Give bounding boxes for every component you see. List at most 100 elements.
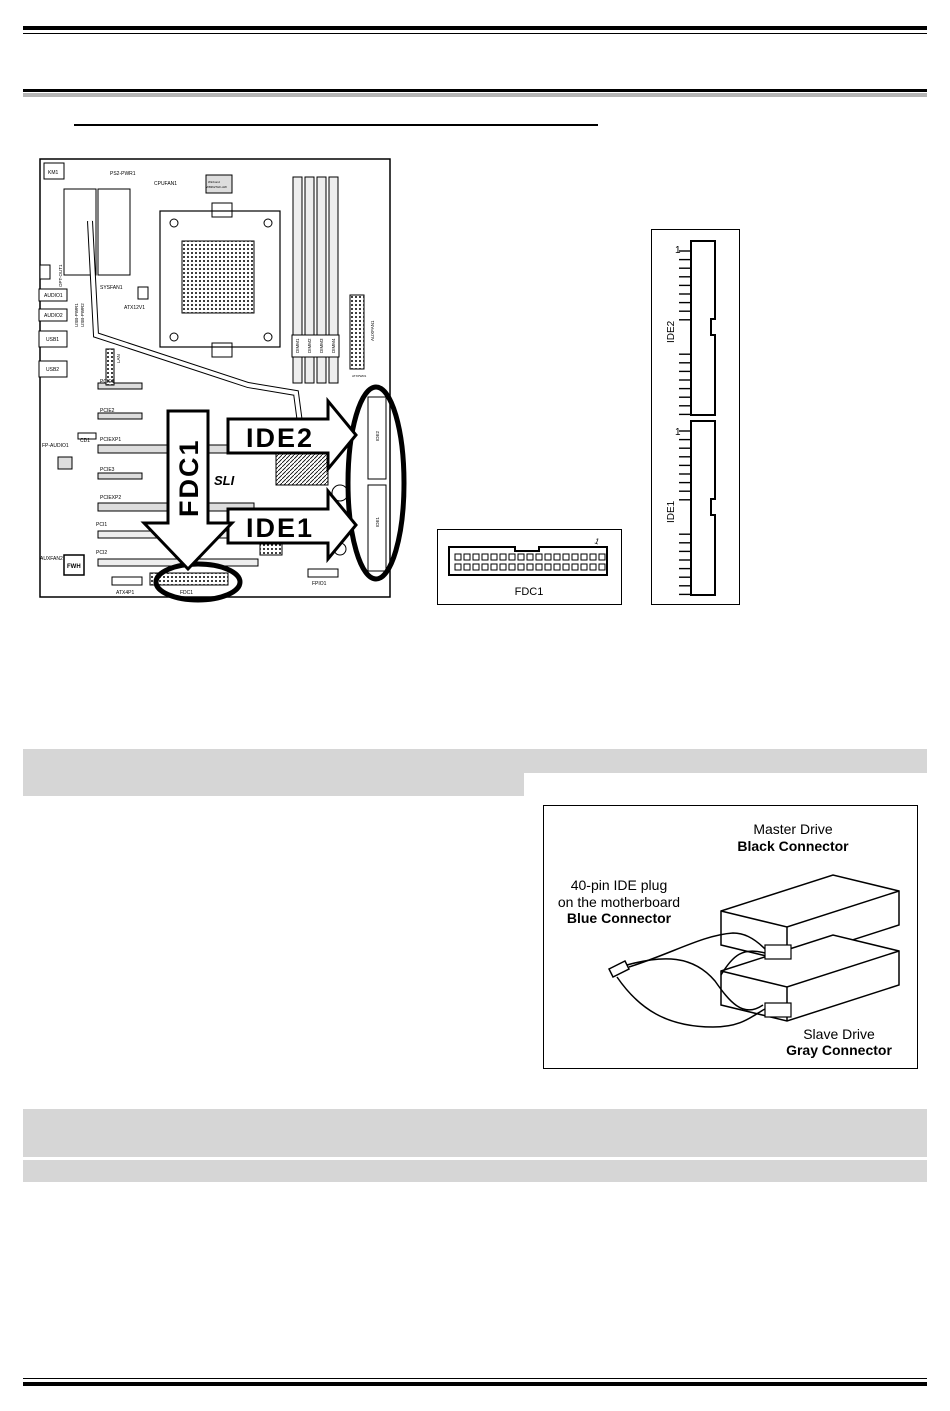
label-winbond-1: Winbond — [208, 180, 220, 184]
ide2-pin1-label: 1 — [675, 245, 681, 256]
fdc-pin — [490, 553, 498, 561]
fdc-pin — [598, 553, 606, 561]
plug-label-3: Blue Connector — [567, 910, 672, 926]
label-km1: KM1 — [48, 170, 59, 176]
label-audio2: AUDIO2 — [44, 313, 63, 319]
ide1-pinout-label: IDE1 — [666, 500, 677, 523]
bottom-rule-thin — [23, 1378, 927, 1379]
ide2-callout-text: IDE2 — [246, 423, 314, 453]
label-usbpwr2: USB-PWR2 — [80, 303, 85, 327]
fdc1-pinout-figure: 1 FDC1 — [437, 529, 622, 605]
label-pcie1: PCIE1 — [100, 379, 115, 385]
plug-label-2: on the motherboard — [558, 894, 680, 910]
label-pci1: PCI1 — [96, 522, 107, 528]
fdc-pin — [562, 563, 570, 571]
section-rule — [23, 89, 927, 92]
ide-pinout-figure: 1 IDE2 1 IDE1 — [651, 229, 740, 605]
plug-label-1: 40-pin IDE plug — [571, 877, 668, 893]
fdc-pin — [553, 553, 561, 561]
slave-drive-label: Slave Drive — [803, 1026, 875, 1042]
fdc-pin — [571, 563, 579, 571]
label-auxfan1: AUXFAN1 — [370, 320, 375, 341]
fdc1-connector-body — [448, 546, 608, 576]
label-dimm2: DIMM2 — [307, 338, 312, 353]
master-drive — [720, 874, 900, 962]
slave-drive — [720, 934, 900, 1022]
label-dimm4: DIMM4 — [331, 338, 336, 353]
label-fpio1: FPIO1 — [312, 581, 327, 587]
label-fdc1-small: FDC1 — [180, 590, 193, 596]
fdc-pin — [463, 553, 471, 561]
fdc-pin — [580, 553, 588, 561]
label-atx12v: ATX12V1 — [124, 305, 145, 311]
fdc-pin — [571, 553, 579, 561]
fdc1-pinout-label: FDC1 — [515, 586, 544, 598]
bottom-rule — [23, 1382, 927, 1386]
heading-underline — [74, 124, 598, 126]
label-pcie3: PCIE3 — [100, 467, 115, 473]
fdc-highlight-ellipse — [153, 561, 243, 603]
label-pci2: PCI2 — [96, 550, 107, 556]
label-ide2-small: IDE2 — [375, 430, 380, 441]
fdc-pin — [499, 553, 507, 561]
label-atx4p: ATX4P1 — [116, 590, 134, 596]
fdc-pin — [508, 553, 516, 561]
label-audio1: AUDIO1 — [44, 293, 63, 299]
fdc-callout-arrow — [140, 409, 236, 572]
fdc-pin — [562, 553, 570, 561]
fdc-pin — [454, 563, 462, 571]
label-fpaudio: FP-AUDIO1 — [42, 443, 69, 449]
motherboard-layout-figure: KM1 PS2-PWR1 CPUFAN1 Winbond W83627HF-AW… — [38, 158, 407, 603]
fdc-pin — [481, 563, 489, 571]
fdc-pin — [589, 563, 597, 571]
fdc-callout-text: FDC1 — [174, 438, 204, 517]
drive-connection-figure: Master Drive Black Connector 40-pin IDE … — [543, 805, 918, 1069]
label-sli: SLI — [214, 473, 235, 488]
label-dimm1: DIMM1 — [295, 338, 300, 353]
fdc-pin — [526, 553, 534, 561]
section-band-bottom — [23, 1109, 927, 1157]
top-rule-thin — [23, 33, 927, 34]
fdc-pin — [535, 563, 543, 571]
label-fwh: FWH — [67, 564, 81, 570]
fdc-pin — [553, 563, 561, 571]
section-rule-shadow — [23, 93, 927, 97]
label-lan: LAN — [116, 354, 121, 363]
fdc-pin — [472, 553, 480, 561]
label-optical: OPT-OUT1 — [58, 264, 63, 287]
fdc-pin — [544, 563, 552, 571]
ide1-callout-arrow — [226, 486, 358, 564]
section-band-top — [23, 749, 927, 773]
label-ide1-small: IDE1 — [375, 516, 380, 527]
slave-connector-label: Gray Connector — [786, 1042, 892, 1058]
fdc-pin — [481, 553, 489, 561]
fdc-pin — [490, 563, 498, 571]
fdc-pin — [454, 553, 462, 561]
fdc-pin — [463, 563, 471, 571]
fdc-pin — [517, 563, 525, 571]
label-ps2: PS2-PWR1 — [110, 171, 136, 177]
label-cd1: CD1 — [80, 438, 90, 444]
ide1-pin1-label: 1 — [675, 427, 681, 438]
master-drive-label: Master Drive — [753, 821, 833, 837]
fdc-pin — [517, 553, 525, 561]
label-dimm3: DIMM3 — [319, 338, 324, 353]
ide2-pinout-label: IDE2 — [666, 320, 677, 343]
label-usb1: USB1 — [46, 337, 59, 343]
section-band-bottom-sub — [23, 1160, 927, 1182]
fdc1-pin1-label: 1 — [593, 536, 601, 546]
label-atxpwr: ATXPWR1 — [352, 374, 367, 378]
label-winbond-2: W83627HF-AW — [206, 185, 227, 189]
motherboard-plug — [607, 959, 631, 979]
label-auxfan2: AUXFAN2 — [40, 556, 63, 562]
ide1-callout-text: IDE1 — [246, 513, 314, 543]
section-band-tab — [23, 773, 524, 796]
ide-highlight-ellipse — [345, 384, 407, 582]
ide2-callout-arrow — [226, 396, 358, 474]
label-usbpwr1: USB-PWR1 — [74, 303, 79, 327]
top-rule — [23, 26, 927, 30]
fdc-pin — [472, 563, 480, 571]
ide1-connector-body — [690, 420, 716, 596]
ribbon-cable — [626, 958, 764, 1011]
